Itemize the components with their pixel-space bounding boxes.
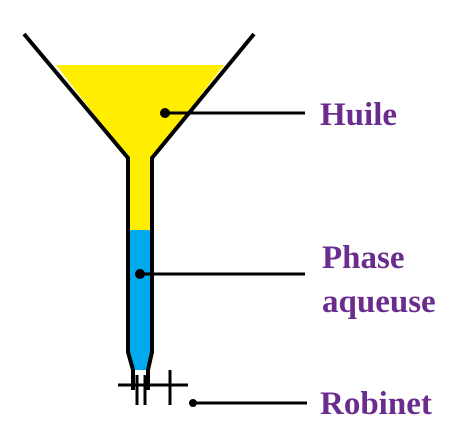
label-aqueous-line2: aqueuse (322, 284, 436, 320)
leader-oil (160, 108, 305, 118)
leader-stopcock (189, 399, 307, 407)
leader-aqueous (135, 269, 305, 279)
label-stopcock: Robinet (320, 386, 432, 422)
funnel-wall-right (146, 32, 256, 390)
label-oil: Huile (320, 97, 398, 133)
oil-phase (56, 65, 224, 230)
aqueous-phase (128, 230, 152, 370)
stopcock (118, 370, 188, 405)
funnel-wall-left (22, 32, 135, 390)
label-aqueous-line1: Phase (322, 240, 405, 276)
